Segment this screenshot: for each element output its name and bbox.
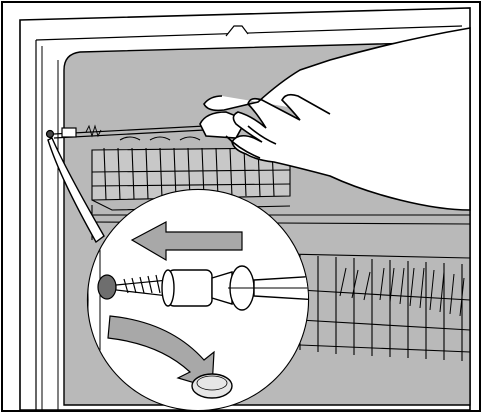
- spacer-plug: [162, 270, 212, 306]
- screw-hole: [98, 275, 116, 299]
